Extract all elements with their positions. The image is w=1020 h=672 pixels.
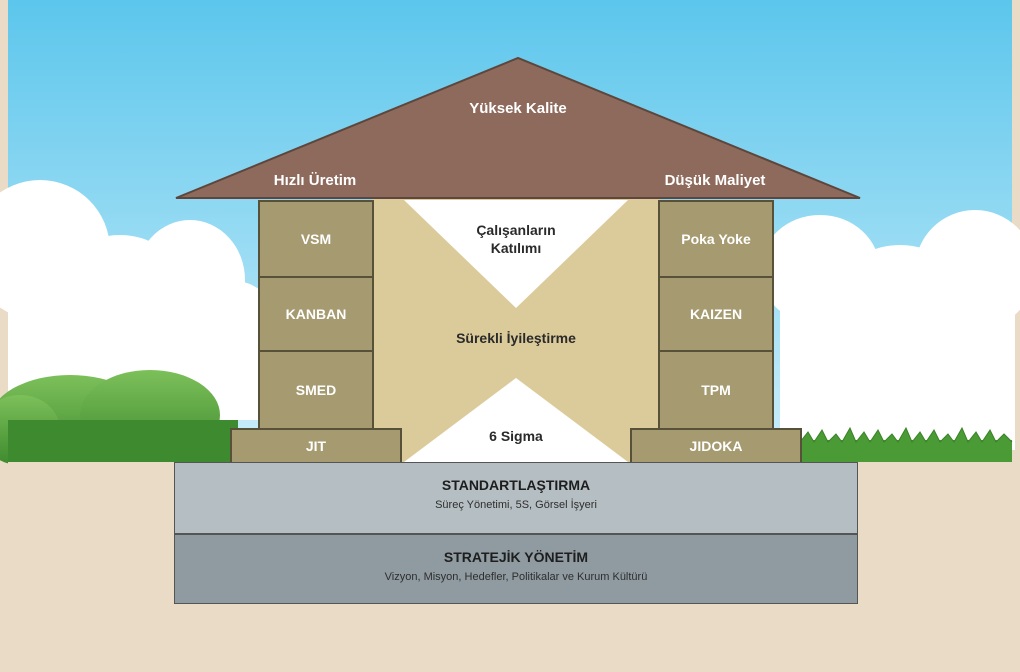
- roof: [175, 56, 861, 199]
- right-pillar-box-1: Poka Yoke: [658, 200, 774, 278]
- standardization-layer: STANDARTLAŞTIRMA Süreç Yönetimi, 5S, Gör…: [174, 462, 858, 534]
- roof-right-label: Düşük Maliyet: [664, 172, 766, 189]
- grass-blades: [799, 426, 1013, 443]
- center-top-line2: Katılımı: [490, 240, 542, 256]
- roof-left-label: Hızlı Üretim: [273, 172, 357, 189]
- right-pillar-box-2: KAIZEN: [658, 276, 774, 352]
- strategic-management-subtitle: Vizyon, Misyon, Hedefler, Politikalar ve…: [384, 571, 648, 583]
- left-pillar-label-2: KANBAN: [285, 306, 347, 322]
- right-foot-label: JIDOKA: [689, 438, 743, 454]
- top-triangle: [404, 200, 628, 308]
- strategic-management-title: STRATEJİK YÖNETİM: [443, 549, 589, 565]
- standardization-subtitle: Süreç Yönetimi, 5S, Görsel İşyeri: [435, 499, 597, 511]
- left-foot-box: JIT: [230, 428, 402, 464]
- right-pillar-box-3: TPM: [658, 350, 774, 430]
- left-pillar-box-2: KANBAN: [258, 276, 374, 352]
- standardization-title: STANDARTLAŞTIRMA: [441, 477, 591, 493]
- bottom-triangle: [404, 378, 628, 462]
- cloud-left: [0, 180, 280, 420]
- grass-right: [800, 440, 1012, 464]
- right-pillar-label-2: KAIZEN: [689, 306, 743, 322]
- center-middle-label: Sürekli İyileştirme: [456, 330, 576, 346]
- left-pillar-box-1: VSM: [258, 200, 374, 278]
- right-pillar-label-3: TPM: [701, 382, 731, 398]
- left-pillar-label-3: SMED: [295, 382, 337, 398]
- center-bottom-label: 6 Sigma: [489, 428, 543, 444]
- strategic-management-layer: STRATEJİK YÖNETİM Vizyon, Misyon, Hedefl…: [174, 534, 858, 604]
- left-foot-label: JIT: [305, 438, 327, 454]
- right-pillar-label-1: Poka Yoke: [681, 231, 751, 247]
- right-foot-box: JIDOKA: [630, 428, 802, 464]
- cloud-right: [760, 210, 1020, 450]
- bush-left: [0, 370, 238, 465]
- roof-top-label: Yüksek Kalite: [469, 100, 567, 117]
- left-pillar-label-1: VSM: [300, 231, 332, 247]
- center-top-line1: Çalışanların: [476, 222, 556, 238]
- left-pillar-box-3: SMED: [258, 350, 374, 430]
